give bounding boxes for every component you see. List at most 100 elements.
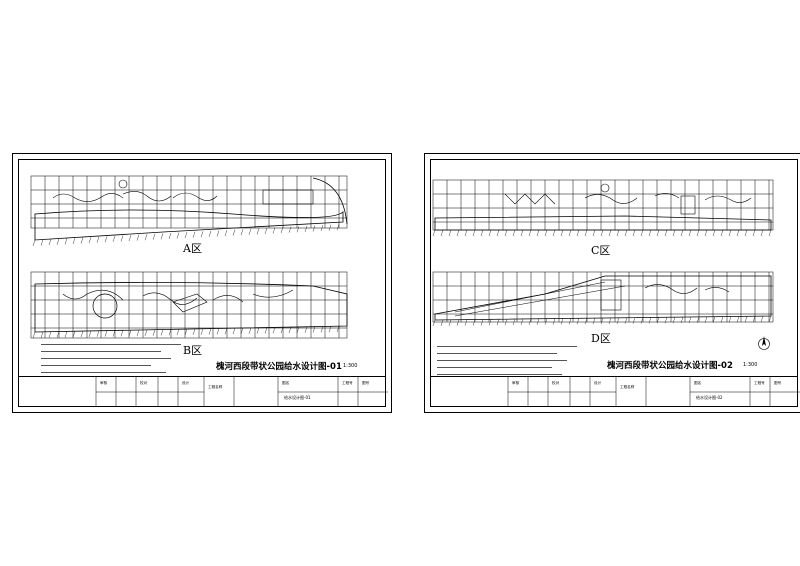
survey-tick (504, 319, 508, 326)
survey-tick (272, 227, 276, 234)
tb-field-check: 校对 (552, 381, 560, 385)
tb-field-project-no: 工程号 (342, 381, 353, 385)
survey-tick (104, 330, 108, 337)
design-notes (437, 346, 587, 381)
survey-tick (640, 317, 644, 324)
survey-tick (216, 230, 220, 237)
survey-tick (512, 318, 516, 326)
survey-tick (224, 229, 228, 237)
survey-tick (144, 234, 148, 241)
survey-tick (720, 229, 724, 237)
survey-tick (432, 319, 436, 327)
survey-tick (608, 317, 612, 324)
survey-tick (56, 331, 60, 338)
survey-tick (200, 231, 204, 238)
survey-tick (120, 330, 124, 337)
survey-tick (208, 328, 212, 335)
sheet-scale: 1:300 (343, 363, 358, 369)
survey-tick (240, 327, 244, 335)
zone-a-contours (52, 191, 218, 202)
survey-tick (536, 229, 540, 237)
survey-tick (264, 327, 268, 334)
survey-tick (88, 330, 92, 337)
survey-tick (88, 237, 92, 244)
zone-b-contours (62, 289, 294, 305)
survey-tick (664, 229, 668, 237)
zone-b-plaza-circle (92, 293, 118, 319)
survey-tick (184, 328, 188, 336)
survey-tick (160, 233, 164, 240)
survey-tick (520, 318, 524, 326)
survey-tick (576, 318, 580, 325)
survey-tick (200, 328, 204, 335)
tb-field-review: 审核 (100, 381, 108, 385)
sheet-title: 槐河西段带状公园给水设计图-02 (607, 361, 733, 371)
survey-tick (680, 316, 684, 324)
zone-a-grid (30, 175, 348, 229)
survey-tick (704, 316, 708, 323)
zone-label-b: B区 (183, 344, 203, 357)
survey-tick (112, 235, 116, 242)
survey-tick (192, 231, 196, 238)
survey-tick (320, 224, 324, 232)
survey-tick (224, 328, 228, 335)
survey-tick (56, 238, 60, 245)
tb-field-design: 设计 (594, 381, 602, 385)
survey-tick (688, 316, 692, 324)
zone-d-ramp-lines (454, 281, 626, 317)
survey-tick (240, 229, 244, 236)
survey-tick (264, 227, 268, 235)
survey-tick (288, 226, 292, 233)
survey-tick (560, 229, 564, 237)
survey-tick (640, 229, 644, 237)
survey-tick (672, 229, 676, 237)
survey-tick (32, 331, 36, 339)
zone-cd-plan (432, 179, 774, 327)
survey-tick (32, 239, 36, 247)
survey-tick (472, 319, 476, 326)
survey-tick (176, 329, 180, 336)
survey-tick (464, 319, 468, 326)
survey-tick (96, 330, 100, 337)
survey-tick (520, 229, 524, 237)
survey-tick (704, 229, 708, 237)
survey-tick (616, 229, 620, 237)
survey-tick (440, 229, 444, 237)
design-notes (41, 344, 191, 379)
survey-tick (336, 326, 340, 333)
survey-tick (728, 316, 732, 323)
survey-tick (48, 239, 52, 246)
survey-tick (720, 316, 724, 323)
survey-tick (728, 229, 732, 237)
survey-tick (216, 328, 220, 335)
survey-tick (288, 326, 292, 334)
survey-tick (544, 229, 548, 237)
survey-tick (440, 319, 444, 326)
survey-tick (144, 329, 148, 336)
survey-tick (584, 318, 588, 325)
north-arrow-icon (758, 336, 770, 350)
survey-tick (256, 228, 260, 235)
survey-tick (312, 225, 316, 232)
sheet-scale: 1:300 (743, 362, 758, 368)
survey-tick (48, 331, 52, 338)
zone-label-a: A区 (183, 242, 202, 255)
title-block-lines (95, 377, 388, 407)
survey-tick (480, 319, 484, 326)
tb-field-project: 工程名称 (208, 385, 223, 389)
survey-tick (656, 317, 660, 324)
survey-tick (616, 317, 620, 324)
survey-tick (128, 330, 132, 337)
survey-tick (760, 229, 764, 237)
survey-tick (456, 319, 460, 326)
zone-a-circle (118, 179, 128, 189)
zone-c-building (680, 195, 696, 215)
survey-tick (248, 228, 252, 235)
survey-tick (496, 229, 500, 237)
survey-tick (576, 229, 580, 237)
survey-tick (192, 328, 196, 335)
survey-tick (736, 229, 740, 237)
survey-tick (624, 317, 628, 324)
title-block-lines (507, 377, 800, 407)
survey-tick (296, 326, 300, 333)
